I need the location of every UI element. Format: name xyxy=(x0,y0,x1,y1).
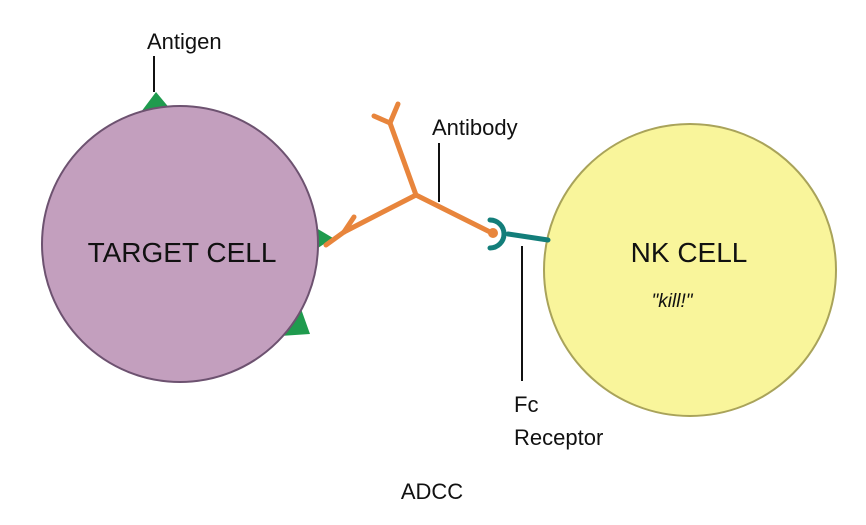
antibody-fc-stem xyxy=(413,192,495,236)
antigen-label: Antigen xyxy=(147,29,222,54)
nk-cell xyxy=(543,123,837,417)
antibody-label: Antibody xyxy=(432,115,518,140)
fc-receptor-stalk xyxy=(505,231,551,243)
fc-receptor-label-line1: Fc xyxy=(514,392,538,417)
diagram-caption: ADCC xyxy=(401,479,463,504)
fc-receptor-cup xyxy=(487,217,507,251)
target-cell-label: TARGET CELL xyxy=(88,237,277,268)
antibody-arm-upper xyxy=(387,120,419,198)
antibody-tip-upper-b xyxy=(371,113,393,126)
antibody-tip-left-a xyxy=(323,229,347,248)
antibody-tip-left-b xyxy=(341,214,357,235)
nk-cell-speech: "kill!" xyxy=(652,291,694,312)
nk-cell-label: NK CELL xyxy=(631,237,748,268)
antibody-arm-left xyxy=(341,192,419,235)
antibody-tip-upper-a xyxy=(387,101,401,126)
leader-lines xyxy=(153,56,523,381)
antibody-fc-end xyxy=(488,228,498,238)
antibody xyxy=(323,101,498,248)
fc-receptor-label-line2: Receptor xyxy=(514,425,603,450)
target-cell xyxy=(41,105,319,383)
fc-receptor xyxy=(487,217,551,251)
